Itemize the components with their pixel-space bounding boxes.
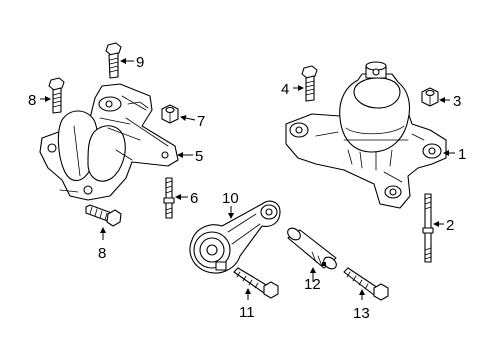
callout-13: 13 [353,305,370,322]
callout-6: 6 [190,190,198,207]
callout-8-lower: 8 [98,245,106,262]
callout-12: 12 [304,276,321,293]
callout-9: 9 [136,54,144,71]
nut-3 [421,87,439,107]
torque-rod-10 [189,200,281,274]
callout-2: 2 [446,217,454,234]
bolt-9 [105,42,122,79]
callout-4: 4 [281,81,289,98]
callout-1: 1 [458,146,466,163]
callout-11: 11 [239,304,255,321]
bolt-13 [343,267,389,301]
stud-6 [163,177,175,219]
callout-8-upper: 8 [28,92,36,109]
bolt-11 [233,267,279,299]
callout-5: 5 [195,148,203,165]
callout-7: 7 [197,113,205,130]
bolt-8-lower [85,204,122,227]
stud-2 [422,193,434,263]
callout-10: 10 [222,190,239,207]
engine-mount-1 [285,61,447,209]
bolt-4 [301,65,318,102]
bolt-8-upper [48,77,65,114]
bushing-12 [287,227,337,270]
transmission-mount-5 [39,83,179,201]
callout-3: 3 [453,93,461,110]
nut-7 [161,104,179,124]
